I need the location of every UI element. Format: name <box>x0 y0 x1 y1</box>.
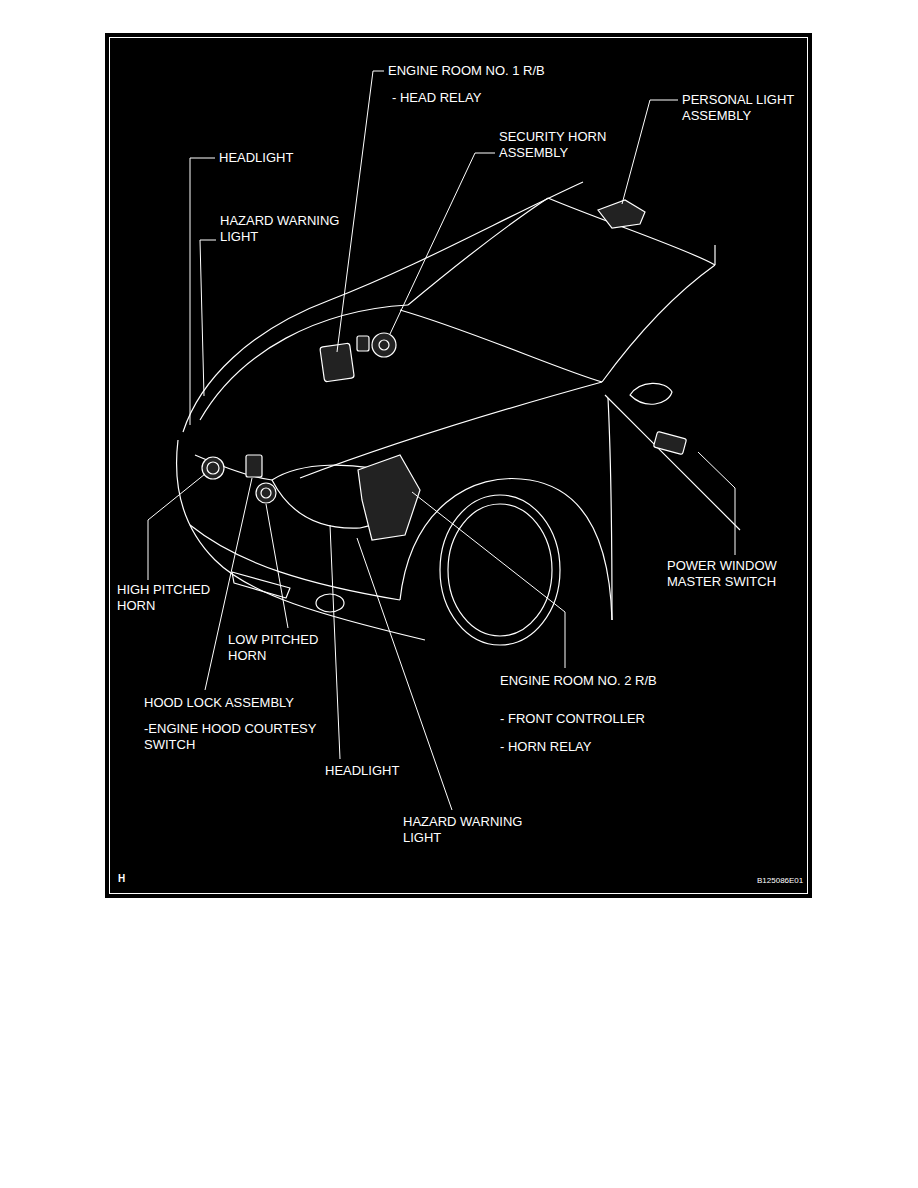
part-label: - HORN RELAY <box>500 739 592 755</box>
part-label: - FRONT CONTROLLER <box>500 711 645 727</box>
components <box>202 200 687 540</box>
figure-code: H <box>118 872 125 885</box>
panel-border <box>110 38 808 894</box>
part-label: SECURITY HORN ASSEMBLY <box>499 129 629 161</box>
part-label: HAZARD WARNING LIGHT <box>403 814 538 846</box>
part-label: HEADLIGHT <box>325 763 399 779</box>
figure-code: B125086E01 <box>757 875 803 886</box>
black-panel <box>105 33 812 898</box>
part-label: HAZARD WARNING LIGHT <box>220 213 355 245</box>
part-label: PERSONAL LIGHT ASSEMBLY <box>682 92 810 124</box>
part-label: LOW PITCHED HORN <box>228 632 348 664</box>
part-label: - HEAD RELAY <box>392 90 481 106</box>
part-label: HOOD LOCK ASSEMBLY <box>144 695 294 711</box>
part-label: POWER WINDOW MASTER SWITCH <box>667 558 802 590</box>
part-label: HIGH PITCHED HORN <box>117 582 237 614</box>
part-label: -ENGINE HOOD COURTESY SWITCH <box>144 721 344 753</box>
part-label: HEADLIGHT <box>219 150 293 166</box>
car-body <box>177 182 740 645</box>
part-label: ENGINE ROOM NO. 1 R/B <box>388 63 545 79</box>
part-label: ENGINE ROOM NO. 2 R/B <box>500 673 657 689</box>
